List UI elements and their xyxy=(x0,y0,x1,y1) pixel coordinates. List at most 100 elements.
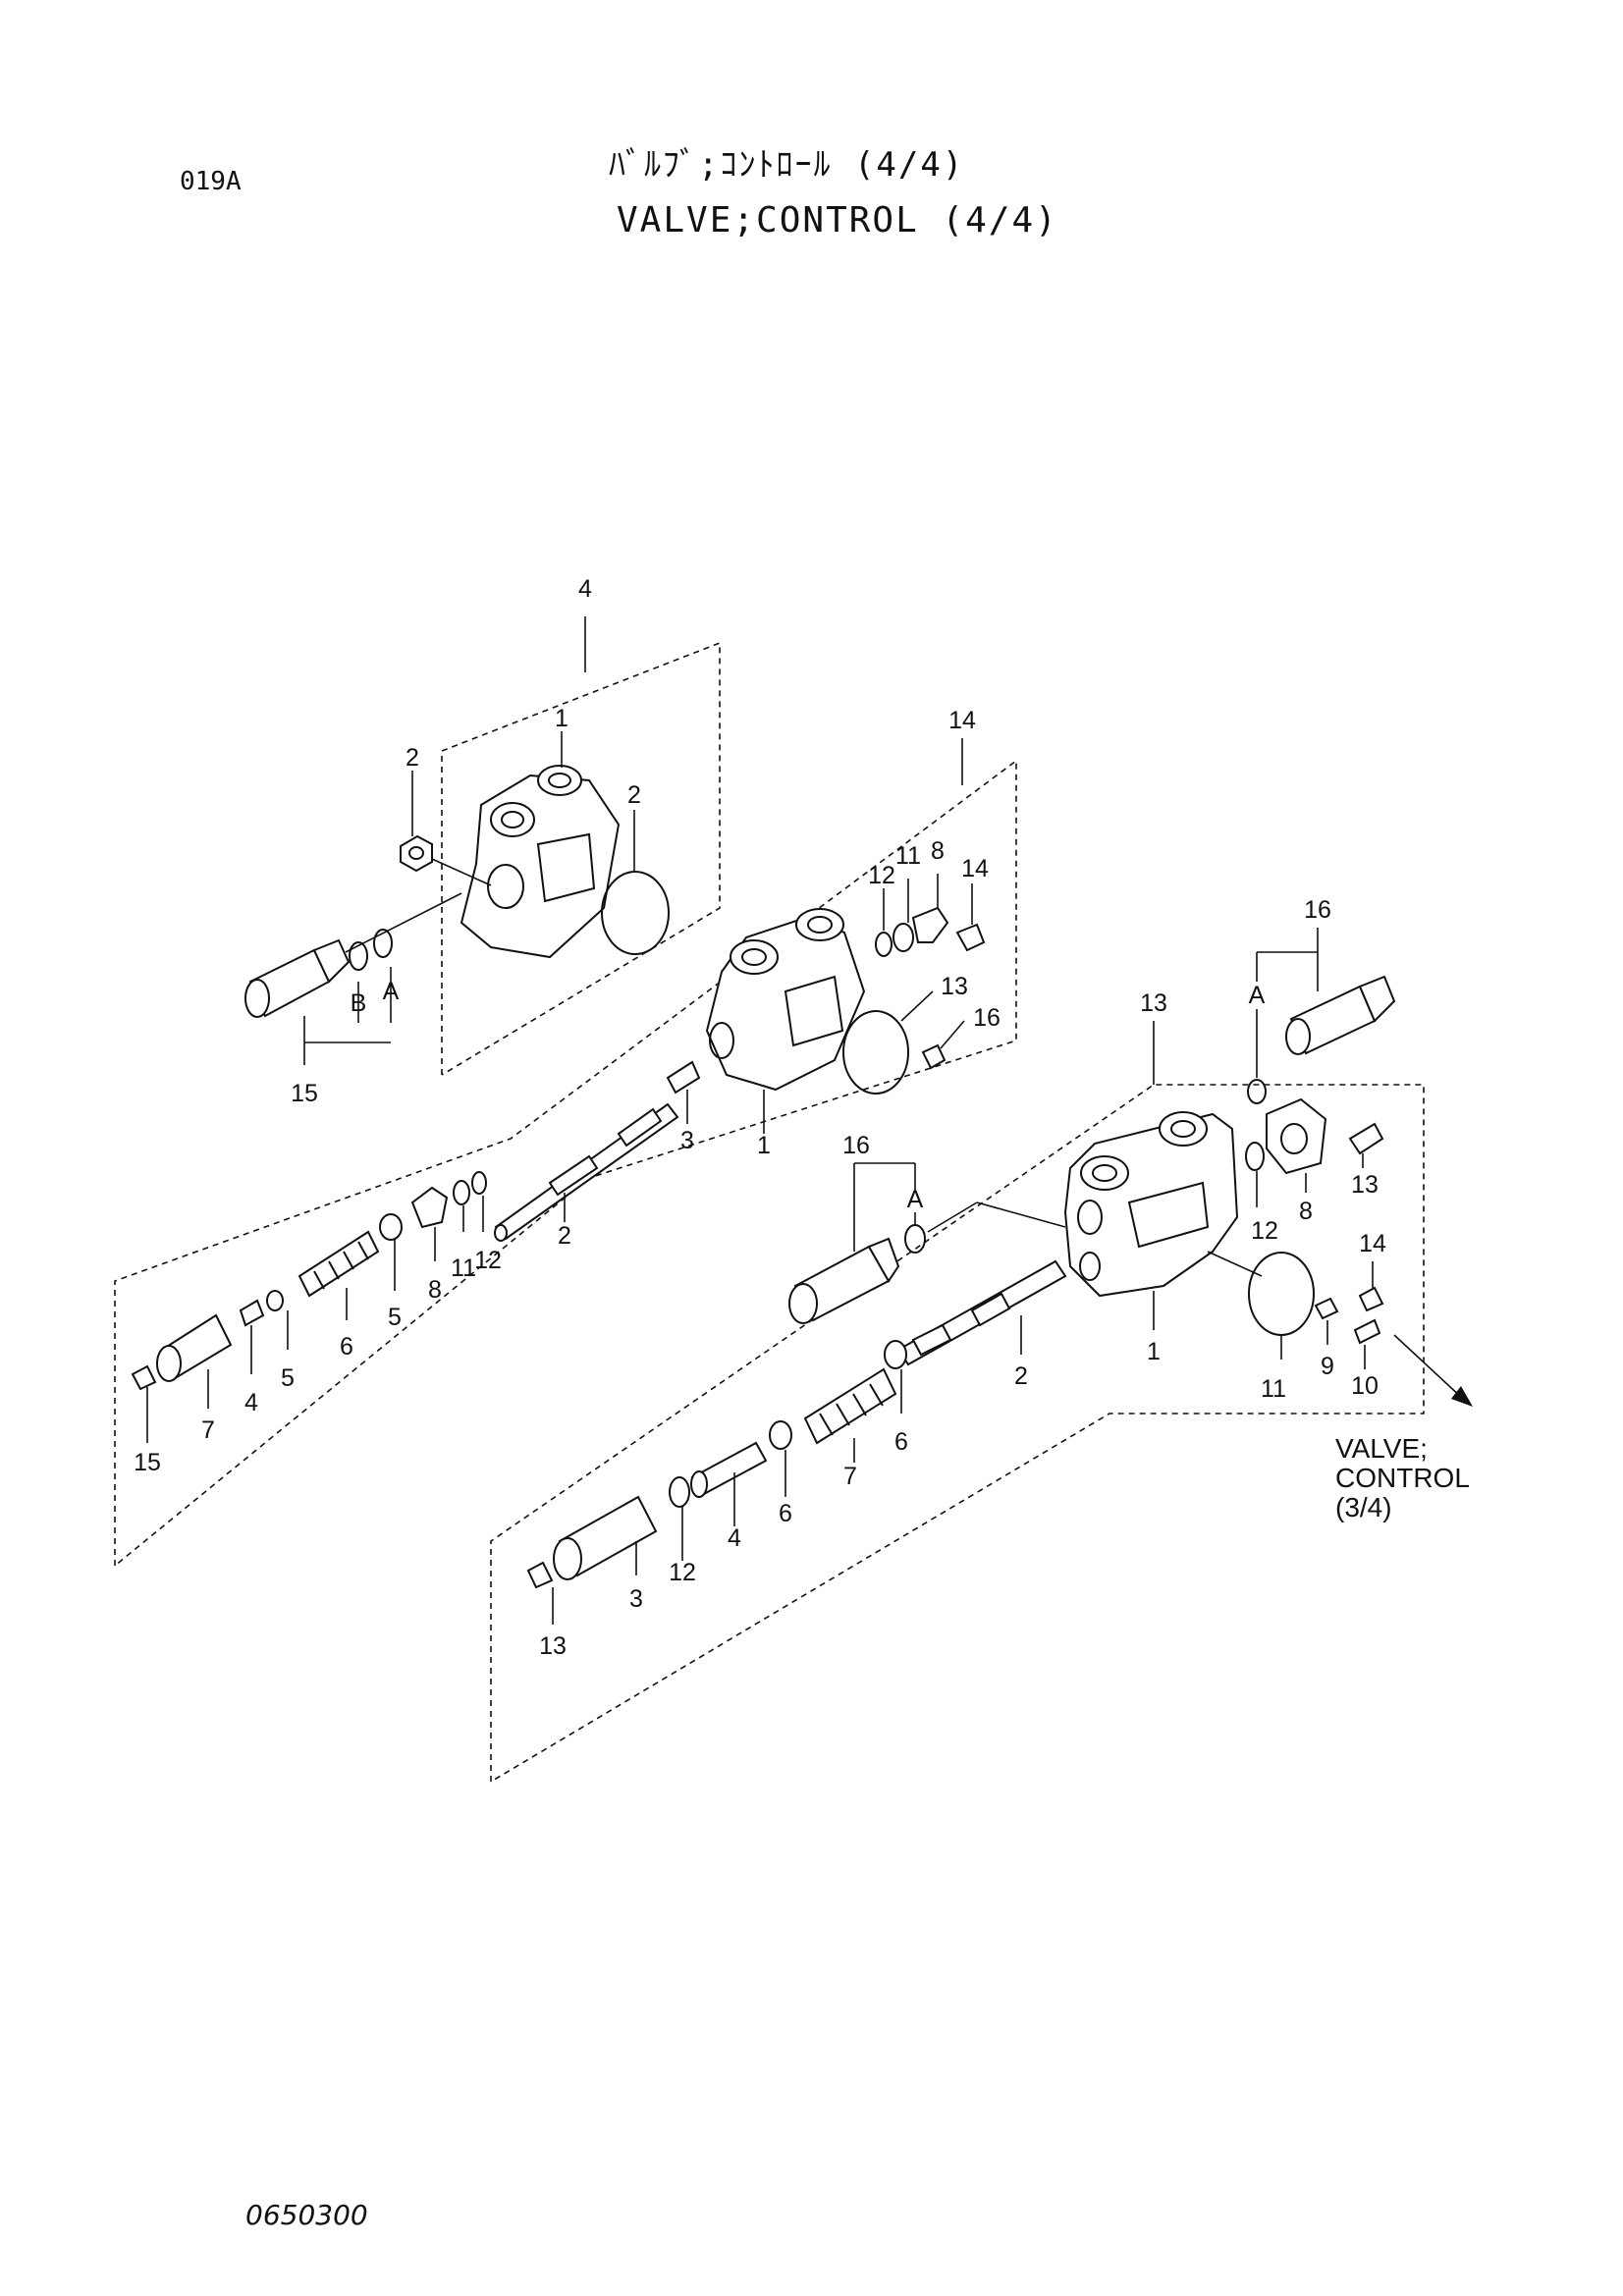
bottom-cartridge-16b xyxy=(788,1237,900,1324)
callout-bot-a1: A xyxy=(1249,982,1266,1009)
callout-bot-8: 8 xyxy=(1299,1198,1313,1225)
middle-valve-housing xyxy=(705,908,866,1092)
mid-spring-6 xyxy=(298,1230,380,1298)
drawing-number: 0650300 xyxy=(245,2199,368,2231)
callout-ring-b: B xyxy=(351,989,367,1017)
callout-bot-16a: 16 xyxy=(1304,896,1331,924)
callout-bot-10: 10 xyxy=(1351,1372,1379,1400)
mid-o-ring-13 xyxy=(842,1010,909,1095)
bottom-ring-a2 xyxy=(904,1224,926,1254)
callout-bot-11: 11 xyxy=(1261,1375,1286,1403)
mid-bolt-14 xyxy=(955,923,986,952)
mid-bolt-15 xyxy=(131,1364,157,1391)
callout-mid-15: 15 xyxy=(134,1449,161,1476)
callout-bot-12b: 12 xyxy=(669,1559,696,1586)
bottom-seat-6b xyxy=(769,1420,792,1450)
callout-bot-13c: 13 xyxy=(539,1632,567,1660)
top-valve-housing xyxy=(460,765,621,959)
top-assembly-boundary xyxy=(441,641,721,1076)
callout-mid-12b: 12 xyxy=(474,1247,502,1274)
callout-bot-13: 13 xyxy=(1140,989,1167,1017)
bottom-ring-a1 xyxy=(1247,1079,1267,1104)
middle-assembly: 14 1 12 11 8 1 xyxy=(114,707,1017,1567)
ring-a xyxy=(373,929,393,958)
bottom-assembly-boundary xyxy=(490,1084,1425,1783)
callout-mid-13: 13 xyxy=(941,973,968,1000)
bottom-ring-12 xyxy=(1245,1142,1265,1171)
mid-stopper-4 xyxy=(239,1299,265,1327)
top-assembly: 4 1 2 2 xyxy=(244,575,721,1107)
callout-bot-6a: 6 xyxy=(894,1428,908,1456)
mid-plug-16 xyxy=(921,1043,947,1070)
callout-bot-3: 3 xyxy=(629,1585,643,1613)
bottom-bolt-13c xyxy=(526,1561,554,1589)
callout-mid-1: 1 xyxy=(757,1132,771,1159)
page-title-japanese: ﾊﾞﾙﾌﾞ;ｺﾝﾄﾛｰﾙ (4/4) xyxy=(609,145,965,185)
callout-mid-16: 16 xyxy=(973,1004,1001,1032)
callout-top-2a: 2 xyxy=(406,744,419,772)
callout-bot-a2: A xyxy=(907,1186,924,1213)
callout-bot-14: 14 xyxy=(1359,1230,1386,1257)
bottom-cartridge-16a xyxy=(1285,975,1396,1055)
callout-mid-11b: 11 xyxy=(451,1255,476,1282)
callout-bot-2: 2 xyxy=(1014,1362,1028,1390)
callout-bot-16b: 16 xyxy=(842,1132,870,1159)
callout-mid-5a: 5 xyxy=(388,1304,402,1331)
callout-mid-7: 7 xyxy=(201,1416,215,1444)
callout-top-2b: 2 xyxy=(627,781,641,809)
callout-mid-8a: 8 xyxy=(931,837,945,865)
mid-ring-12 xyxy=(875,932,893,957)
mid-flange-8b xyxy=(410,1186,449,1229)
mid-ring-11b xyxy=(453,1180,470,1205)
mid-ring-11 xyxy=(893,923,914,952)
mid-seat-5b xyxy=(266,1290,284,1311)
page-title-english: VALVE;CONTROL (4/4) xyxy=(617,200,1058,240)
bottom-spring-7 xyxy=(803,1367,897,1445)
callout-mid-2: 2 xyxy=(558,1222,571,1250)
bottom-valve-housing xyxy=(1063,1111,1239,1298)
callout-bot-6b: 6 xyxy=(779,1500,792,1527)
middle-spool xyxy=(494,1060,701,1242)
callout-bot-9: 9 xyxy=(1321,1353,1334,1380)
bottom-poppet-9 xyxy=(1314,1297,1339,1320)
arrow-next-page-icon xyxy=(1451,1386,1473,1407)
mid-ring-12b xyxy=(471,1171,487,1195)
top-nut xyxy=(400,834,433,873)
callout-ring-a: A xyxy=(383,978,400,1005)
callout-mid-14: 14 xyxy=(948,707,976,734)
callout-bot-1: 1 xyxy=(1147,1338,1161,1365)
callout-bot-4: 4 xyxy=(728,1524,741,1552)
callout-top-4: 4 xyxy=(578,575,592,603)
mid-seat-5 xyxy=(379,1213,403,1241)
callout-top-15: 15 xyxy=(291,1080,318,1107)
bottom-spring-10 xyxy=(1353,1318,1381,1345)
callout-top-1: 1 xyxy=(555,705,568,732)
callout-bot-13b: 13 xyxy=(1351,1171,1379,1199)
top-o-ring-large xyxy=(601,871,670,955)
ring-b xyxy=(349,941,368,971)
callout-mid-8b: 8 xyxy=(428,1276,442,1304)
bottom-assembly: 13 16 A 13 8 12 xyxy=(490,896,1473,1783)
section-code: 019A xyxy=(180,167,242,196)
callout-bot-7: 7 xyxy=(843,1463,857,1490)
bottom-spool xyxy=(896,1259,1067,1366)
callout-mid-12a: 12 xyxy=(868,862,895,889)
callout-mid-4: 4 xyxy=(244,1389,258,1416)
bottom-bolt-13 xyxy=(1348,1122,1384,1155)
bottom-o-ring-11 xyxy=(1248,1252,1315,1336)
bottom-ring-12b xyxy=(669,1476,690,1508)
callout-mid-11a: 11 xyxy=(895,842,921,870)
top-relief-cartridge xyxy=(244,892,462,1018)
xref-line-2: CONTROL xyxy=(1335,1463,1470,1493)
callout-mid-6: 6 xyxy=(340,1333,353,1361)
mid-spool-end-3 xyxy=(666,1060,701,1095)
bottom-seat-6a xyxy=(884,1340,907,1369)
callout-bot-12: 12 xyxy=(1251,1217,1278,1245)
bottom-plug-14 xyxy=(1358,1286,1384,1312)
mid-flange-8 xyxy=(911,906,949,943)
bottom-flange-8 xyxy=(1266,1097,1327,1175)
callout-mid-5b: 5 xyxy=(281,1364,295,1392)
callout-mid-14b: 14 xyxy=(961,855,989,882)
